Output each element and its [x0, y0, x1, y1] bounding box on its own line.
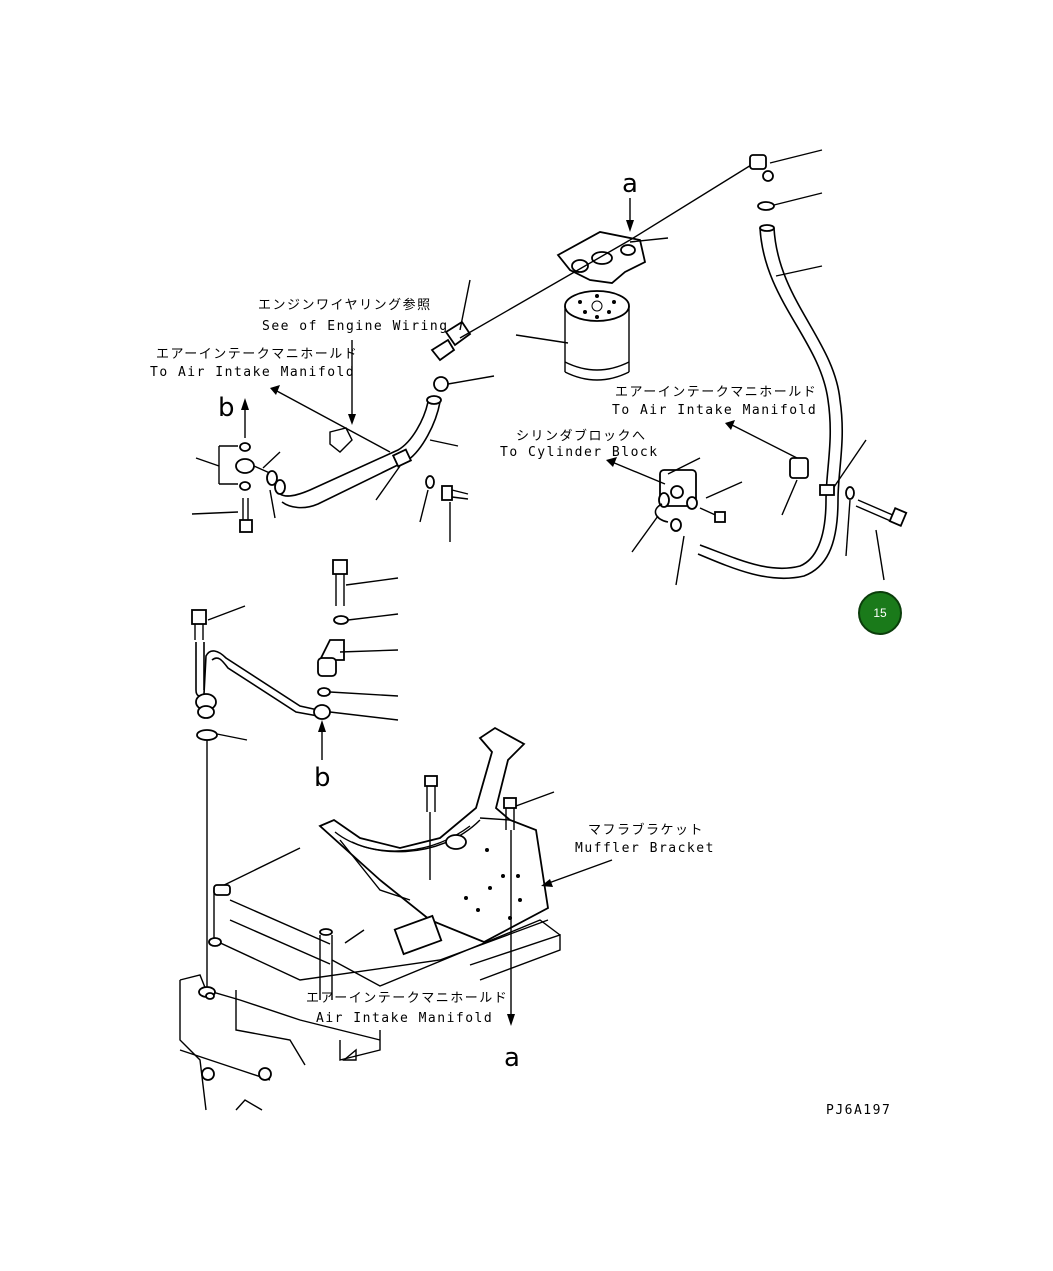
leader-left-pipe	[429, 439, 459, 447]
leader-manifold-stud	[344, 929, 365, 944]
leader-left-washer	[419, 489, 429, 523]
leader-right-bolt	[875, 529, 885, 581]
leader-washer	[773, 192, 823, 206]
air-intake-right-arrow	[731, 424, 798, 459]
left-upper-pipe	[279, 395, 442, 509]
pipe-to-filter	[459, 239, 631, 339]
leader-banjo	[262, 451, 281, 469]
left-banjo-group	[218, 442, 286, 495]
leader-conn-washer	[675, 535, 685, 586]
top-right-fitting	[749, 154, 775, 211]
leader-left-vertical-bolt	[191, 511, 239, 515]
leader-filter-head	[629, 237, 669, 243]
air-intake-right-en: To Air Intake Manifold	[612, 403, 817, 418]
filter-head	[556, 231, 647, 284]
leader-left-bolt-2	[207, 605, 246, 621]
leader-middle-clamp	[339, 649, 399, 653]
leader-left-clamp	[375, 465, 401, 501]
engine-wiring-en: See of Engine Wiring	[262, 319, 449, 334]
sensor-connector	[430, 320, 472, 392]
leader-filter-cartridge	[515, 334, 569, 344]
leader-right-hose	[775, 265, 823, 277]
leader-ring	[447, 375, 495, 385]
leader-fitting	[769, 149, 823, 164]
leader-filter-to-fitting	[629, 161, 757, 241]
air-intake-bottom-en: Air Intake Manifold	[316, 1011, 493, 1026]
left-vertical-bolt	[239, 498, 253, 533]
part-hotspot-number: 15	[873, 606, 887, 620]
air-intake-left-arrow	[274, 389, 391, 453]
ref-b-top: b	[218, 393, 235, 423]
hose-band	[819, 484, 835, 496]
engine-wiring-jp: エンジンワイヤリング参照	[258, 297, 432, 313]
leader-conn-bracket	[667, 457, 701, 475]
leader-right-clamp	[781, 479, 798, 516]
ref-a-top: a	[622, 169, 638, 199]
leader-muffler-bolt-2	[515, 791, 555, 807]
cylinder-block-arrow	[611, 461, 666, 485]
leader-middle-washer-2	[329, 691, 399, 697]
leader-conn-banjo	[631, 515, 659, 553]
leader-middle-washer	[347, 613, 399, 621]
cylinder-block-en: To Cylinder Block	[500, 445, 659, 460]
middle-washer-2	[317, 687, 331, 697]
muffler-bracket	[318, 726, 549, 943]
engine-block	[179, 847, 561, 1111]
plug	[196, 729, 218, 741]
right-clamp	[789, 457, 809, 479]
ref-a-bottom: a	[504, 1043, 520, 1073]
left-washer	[425, 475, 435, 489]
air-intake-left-en: To Air Intake Manifold	[150, 365, 355, 380]
cylinder-block-jp: シリンダブロックへ	[516, 428, 647, 444]
left-bolt	[441, 485, 469, 501]
muffler-bolt-2	[503, 797, 517, 830]
leader-middle-bolt	[345, 577, 399, 586]
right-hose	[697, 224, 844, 580]
middle-pipe	[195, 642, 331, 720]
muffler-bracket-en: Muffler Bracket	[575, 841, 715, 856]
leader-banjo-washer	[269, 489, 276, 519]
muffler-bolt-1	[424, 775, 438, 812]
air-intake-left-jp: エアーインテークマニホールド	[156, 347, 358, 362]
right-washer	[845, 486, 855, 500]
leader-hose-band	[833, 439, 867, 488]
leader-sensor	[459, 279, 471, 331]
middle-bolt	[332, 559, 348, 606]
middle-clamp	[317, 639, 345, 677]
muffler-bracket-jp: マフラブラケット	[588, 822, 704, 838]
leader-conn-bolt	[705, 481, 743, 499]
drawing-code: PJ6A197	[826, 1103, 891, 1118]
ref-b-bottom: b	[314, 763, 331, 793]
muffler-bracket-arrow	[545, 859, 613, 885]
leader-right-washer	[845, 499, 851, 557]
leader-middle-banjo	[329, 711, 399, 721]
right-bolt	[855, 499, 908, 527]
air-intake-bottom-jp: エアーインテークマニホールド	[306, 991, 508, 1006]
left-bolt-2	[191, 609, 207, 640]
leader-banjo-bracket	[195, 457, 220, 467]
leader-plug	[216, 733, 248, 741]
air-intake-right-jp: エアーインテークマニホールド	[615, 385, 817, 400]
middle-washer	[333, 615, 349, 625]
part-hotspot-15[interactable]: 15	[858, 591, 902, 635]
conn-bolt	[699, 507, 726, 523]
filter-cartridge	[564, 290, 630, 381]
cylinder-block-connector	[654, 469, 698, 532]
